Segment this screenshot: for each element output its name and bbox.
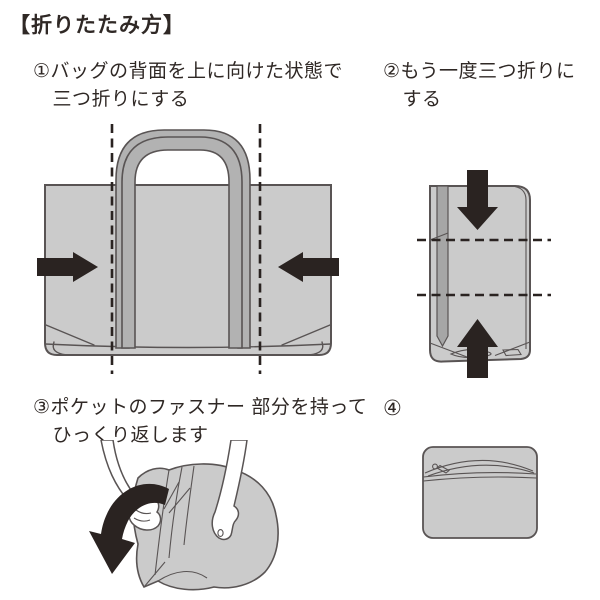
bottom-fold-right [494, 341, 531, 357]
step1-instruction: ①バッグの背面を上に向けた状態で 三つ折りにする [33, 61, 344, 110]
flip-bag-diagram [89, 440, 279, 591]
pouch-flap-curve-bottom [427, 464, 535, 477]
zipper-pull-ring [432, 463, 438, 470]
flip-arrow-icon [89, 483, 169, 574]
bag-bottom-seam [44, 343, 332, 349]
bag-handle-front [121, 136, 243, 349]
bottom-fold-tab [502, 348, 522, 357]
left-hand-finger-lines [133, 509, 152, 522]
folded-edge-curl [510, 185, 527, 349]
page-title: 【折りたたみ方】 [9, 14, 185, 37]
bag-corner-curl-right [309, 341, 324, 356]
crumpled-bag [132, 463, 279, 591]
bag-corner-fold-left [45, 324, 95, 346]
thumb-nail [217, 529, 224, 537]
bag-corner-curl-left [52, 341, 67, 356]
handle-edge-strip [436, 185, 449, 348]
folded-bag-body [429, 185, 531, 363]
zipper-line-top [423, 471, 537, 478]
right-arm-hand [211, 440, 248, 541]
fold-arrow-down-icon [457, 170, 498, 230]
fold-arrow-left-icon [278, 252, 339, 282]
zipper-pull-tab [436, 464, 450, 474]
bag-corner-fold-right [281, 324, 331, 346]
step2-instruction: ②もう一度三つ折りに する [383, 61, 576, 110]
fold-arrow-up-icon [457, 319, 498, 378]
tote-bag-fold-diagram [37, 124, 339, 374]
zipper-line-bottom [423, 476, 537, 482]
pouch-body [422, 446, 538, 539]
fold-arrow-right-icon [37, 252, 98, 282]
bottom-fold-left [429, 342, 468, 358]
folded-bag-diagram [417, 170, 551, 378]
step3-instruction: ③ポケットのファスナー 部分を持って ひっくり返します [33, 397, 368, 446]
step4-number: ④ [383, 397, 403, 420]
folded-pouch-diagram [422, 446, 538, 539]
